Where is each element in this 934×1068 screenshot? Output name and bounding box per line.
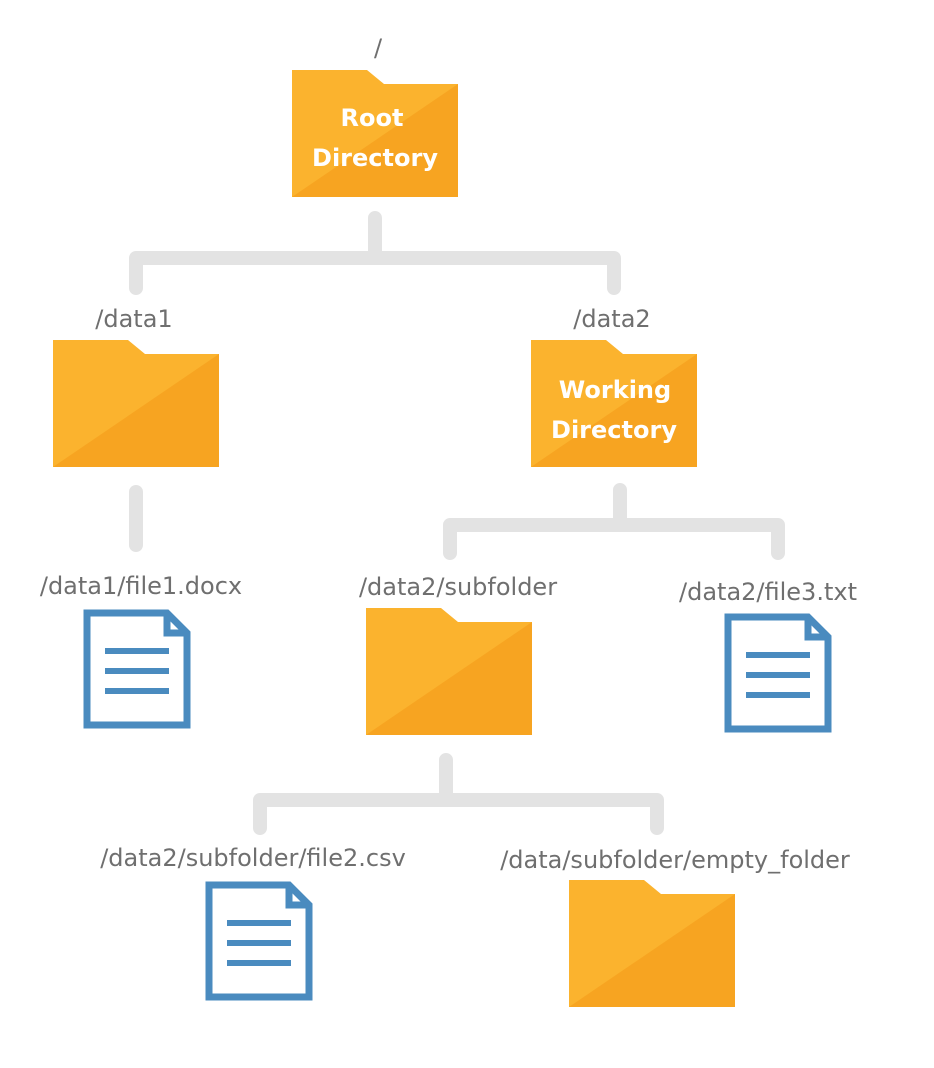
file2-document-node[interactable]: /data2/subfolder/file2.csv <box>100 844 406 997</box>
connector-root-to-children <box>129 211 621 295</box>
folder-icon <box>569 880 735 1007</box>
folder-icon <box>292 70 458 197</box>
file1-path-label: /data1/file1.docx <box>40 572 242 600</box>
folder-icon <box>366 608 532 735</box>
data2-folder-node[interactable]: /data2 Working Directory <box>531 305 697 467</box>
data2-path-label: /data2 <box>573 305 650 333</box>
root-folder-title-line1: Root <box>341 104 404 132</box>
document-icon <box>87 613 187 725</box>
file2-path-label: /data2/subfolder/file2.csv <box>100 844 406 872</box>
root-folder-title-line2: Directory <box>312 144 438 172</box>
empty-folder-path-label: /data/subfolder/empty_folder <box>500 846 850 874</box>
subfolder-path-label: /data2/subfolder <box>359 573 557 601</box>
file3-path-label: /data2/file3.txt <box>679 578 857 606</box>
connector-data2-to-children <box>443 483 785 560</box>
folder-icon <box>53 340 219 467</box>
data1-folder-node[interactable]: /data1 <box>53 305 219 467</box>
document-icon <box>728 617 828 729</box>
data2-folder-title-line2: Directory <box>551 416 677 444</box>
document-icon <box>209 885 309 997</box>
connector-subfolder-to-children <box>253 753 664 835</box>
data1-path-label: /data1 <box>95 305 172 333</box>
subfolder-folder-node[interactable]: /data2/subfolder <box>359 573 557 735</box>
data2-folder-title-line1: Working <box>559 376 671 404</box>
root-directory-node[interactable]: / Root Directory <box>292 34 458 197</box>
file1-document-node[interactable]: /data1/file1.docx <box>40 572 242 725</box>
empty-folder-node[interactable]: /data/subfolder/empty_folder <box>500 846 850 1007</box>
root-path-label: / <box>374 34 383 62</box>
file3-document-node[interactable]: /data2/file3.txt <box>679 578 857 729</box>
